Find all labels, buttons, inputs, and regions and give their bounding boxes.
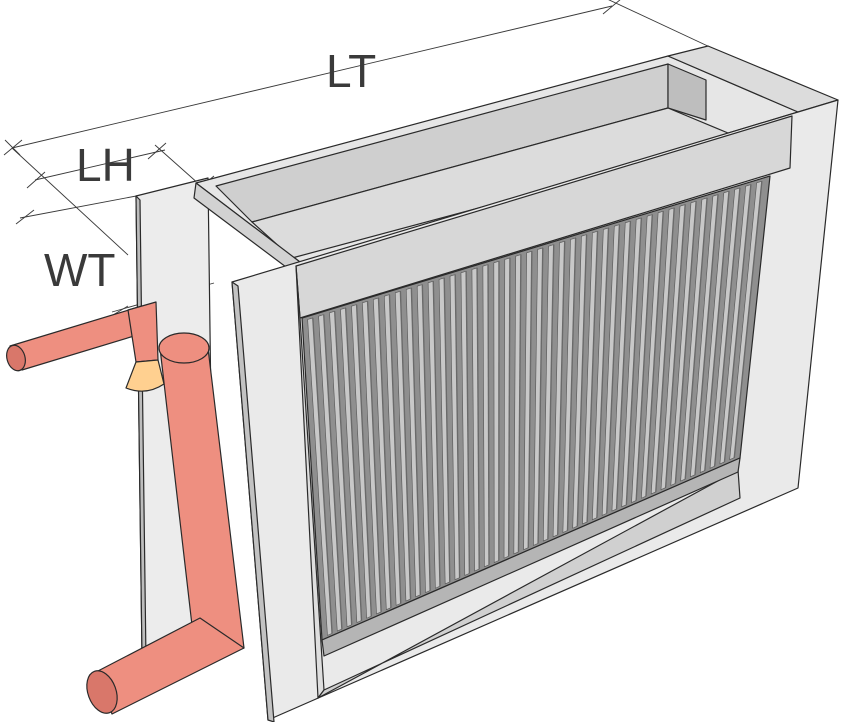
dim-lh-line [34,149,166,181]
dim-lt-line [11,5,613,149]
coil-fin-shadow [664,204,686,488]
coil-fin-shadow [694,194,719,475]
coil-fin-shadow [576,234,588,527]
dim-lh-tick-left [26,171,46,189]
coil-fin-shadow [655,207,675,492]
coil-fin-shadow [527,251,533,548]
coil-fin-shadow [537,247,544,544]
coil-fin-shadow [465,271,471,574]
coil-fin-shadow [596,227,610,518]
coil-fin-shadow [586,231,599,522]
coil-fin-shadow [454,274,461,578]
coil-fin-shadow [333,311,353,625]
dim-lt-ext-right [608,0,713,49]
coil-fin-shadow [323,314,343,630]
dim-lt-tick-left [3,139,23,156]
coil-fin-shadow [312,317,333,634]
riser-pipe-top [158,332,210,364]
coil-fin-shadow [507,257,511,557]
coil-fin-shadow [615,221,632,510]
dim-wt-label: WT [44,244,116,296]
coil-bottom-strip [321,457,741,657]
coil-fin-shadow [625,217,643,505]
coil-fin-shadow [388,294,402,604]
coil-fin-shadow [517,254,522,552]
coil-fin-shadow [410,287,422,595]
coil-fin-shadow [557,241,566,535]
upper-pipe-elbow [127,301,159,363]
coil-fin-shadow [723,184,752,462]
coil-fin-shadow [547,244,555,540]
coil-fins [307,180,763,636]
coil-fin-shadow [645,211,664,497]
coil-fin-shadow [674,201,697,484]
coil-fin-shadow [399,291,412,600]
dim-lh-tick-right [147,142,167,160]
coil-fin-shadow [366,301,382,612]
front-flange-left-edge [231,281,275,722]
lower-pipe-end [86,670,118,714]
coil-fin-shadow [606,224,621,514]
coil-fin-shadow [432,281,441,587]
dim-lh-ext-right [154,144,201,186]
coil-fin-shadow [713,187,741,467]
coil-fin-shadow [733,181,763,458]
frame-inner-bottom [317,469,741,699]
coil-fin-shadow [566,237,577,531]
coil-fin-shadow [355,304,373,617]
dim-wt-tick-left [15,209,35,225]
dim-lt-label: LT [326,45,376,97]
coil-fin-shadow [443,277,451,582]
coil-fin-shadow [487,264,490,565]
coil-fin-shadow [635,214,654,501]
coil-fin-shadow [704,191,730,471]
coil-fin-shadow [344,307,363,621]
piping [6,301,245,715]
coil-fin-shadow [421,284,431,591]
housing-top-inner-side [667,63,707,121]
dim-lt-tick-right [602,0,621,15]
dim-lh-label: LH [76,139,135,191]
coil-fin-shadow [684,197,708,480]
coil-fin-shadow [476,267,480,570]
coil-fin-shadow [377,297,392,608]
dim-lh-ext-left [11,147,129,256]
valve-body [125,359,165,392]
upper-pipe-end [6,344,26,372]
